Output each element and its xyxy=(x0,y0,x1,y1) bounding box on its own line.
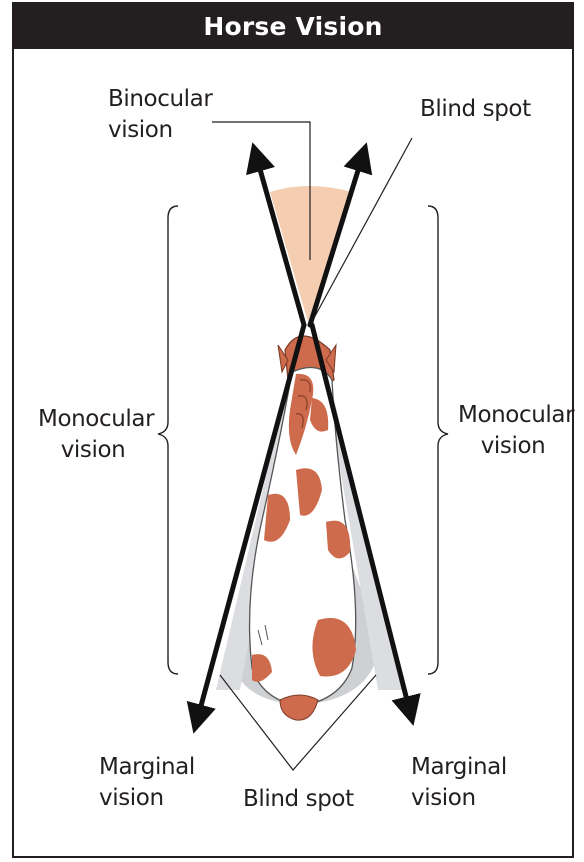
marginal-vision-left-label: Marginal vision xyxy=(99,752,195,814)
horse-top-view xyxy=(250,336,356,720)
monocular-left-brace xyxy=(158,206,178,674)
monocular-vision-left-label: Monocular vision xyxy=(38,404,148,466)
blind-spot-rear-label: Blind spot xyxy=(243,784,354,815)
monocular-right-brace xyxy=(428,206,448,674)
binocular-vision-label: Binocular vision xyxy=(108,84,212,146)
blind-spot-front-label: Blind spot xyxy=(420,94,531,125)
monocular-vision-right-label: Monocular vision xyxy=(458,400,568,462)
marginal-vision-right-label: Marginal vision xyxy=(411,752,507,814)
